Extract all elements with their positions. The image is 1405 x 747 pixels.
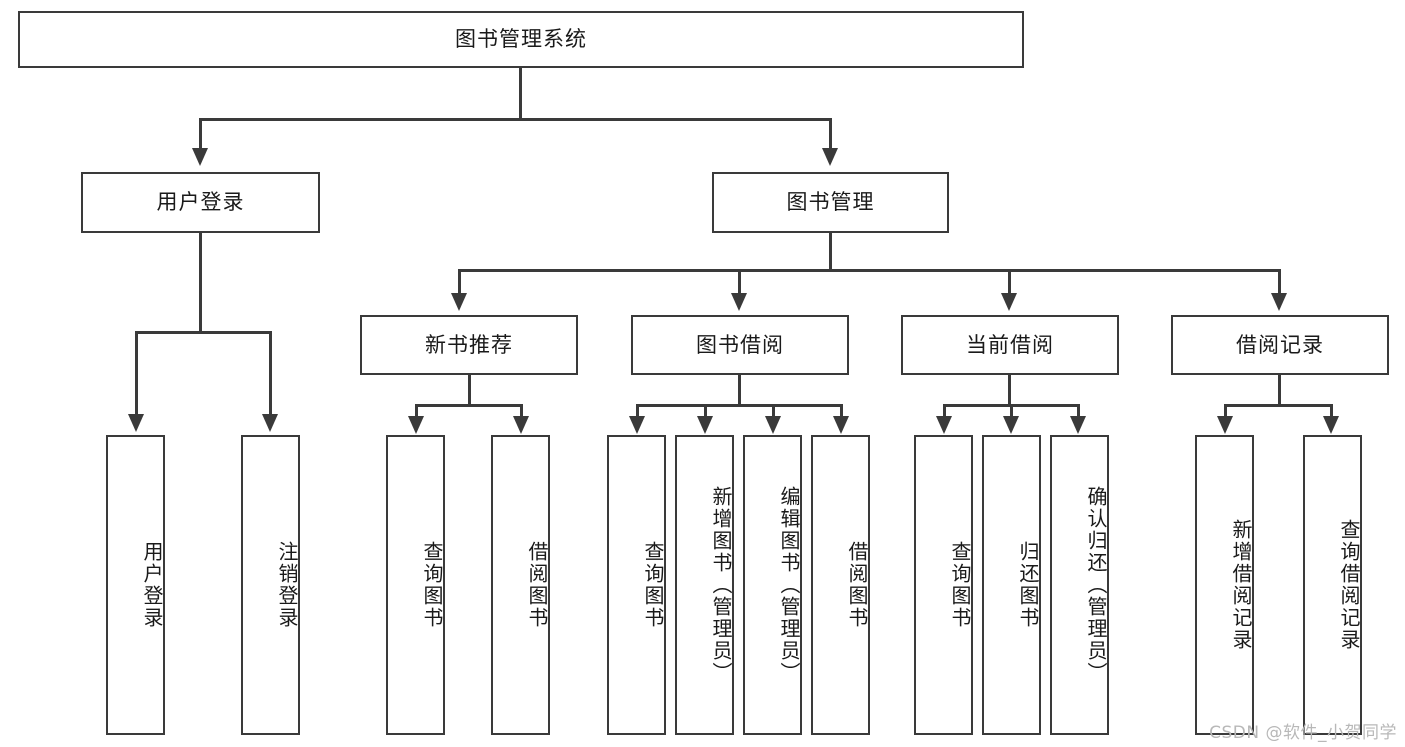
arrowhead-user-login-leaf-2 bbox=[262, 414, 278, 432]
edge-br-to-leaf-2 bbox=[1330, 404, 1333, 418]
node-label: 新增图书（管理员） bbox=[709, 486, 733, 684]
node-label: 归还图书 bbox=[1016, 541, 1040, 629]
edge-book-borrow-split-bar bbox=[636, 404, 843, 407]
node-label: 借阅图书 bbox=[525, 541, 549, 629]
leaf-new-book-borrow-book[interactable]: 借阅图书 bbox=[491, 435, 550, 735]
arrowhead-br-leaf-2 bbox=[1323, 416, 1339, 434]
leaf-current-borrow-query-book[interactable]: 查询图书 bbox=[914, 435, 973, 735]
node-label: 当前借阅 bbox=[966, 332, 1054, 357]
edge-cb-to-leaf-1 bbox=[943, 404, 946, 418]
node-current-borrow[interactable]: 当前借阅 bbox=[901, 315, 1119, 375]
edge-bb-to-leaf-2 bbox=[704, 404, 707, 418]
arrowhead-bb-leaf-2 bbox=[697, 416, 713, 434]
edge-root-to-book-management bbox=[829, 118, 832, 150]
leaf-current-borrow-return-book[interactable]: 归还图书 bbox=[982, 435, 1041, 735]
node-book-borrow[interactable]: 图书借阅 bbox=[631, 315, 849, 375]
leaf-logout-login[interactable]: 注销登录 bbox=[241, 435, 300, 735]
arrowhead-bb-leaf-3 bbox=[765, 416, 781, 434]
edge-user-login-to-leaf-2 bbox=[269, 331, 272, 416]
node-new-book-recommend[interactable]: 新书推荐 bbox=[360, 315, 578, 375]
edge-new-book-stem bbox=[468, 375, 471, 406]
edge-current-borrow-stem bbox=[1008, 375, 1011, 406]
arrowhead-bm-book-borrow bbox=[731, 293, 747, 311]
node-label: 查询图书 bbox=[948, 541, 972, 629]
edge-user-login-stem bbox=[199, 233, 202, 333]
leaf-book-borrow-edit-book-admin[interactable]: 编辑图书（管理员） bbox=[743, 435, 802, 735]
arrowhead-cb-leaf-1 bbox=[936, 416, 952, 434]
edge-root-split-bar bbox=[199, 118, 832, 121]
edge-borrow-record-stem bbox=[1278, 375, 1281, 406]
node-label: 图书管理系统 bbox=[455, 27, 587, 52]
arrowhead-user-login-leaf-1 bbox=[128, 414, 144, 432]
node-label: 查询图书 bbox=[641, 541, 665, 629]
arrowhead-new-book-leaf-2 bbox=[513, 416, 529, 434]
edge-bm-to-borrow-record bbox=[1278, 269, 1281, 295]
arrowhead-bm-new-book bbox=[451, 293, 467, 311]
edge-root-to-user-login bbox=[199, 118, 202, 150]
edge-user-login-split-bar bbox=[135, 331, 272, 334]
edge-book-borrow-stem bbox=[738, 375, 741, 406]
leaf-borrow-record-add-record[interactable]: 新增借阅记录 bbox=[1195, 435, 1254, 735]
edge-cb-to-leaf-3 bbox=[1077, 404, 1080, 418]
arrowhead-root-to-user-login bbox=[192, 148, 208, 166]
node-root-book-management-system[interactable]: 图书管理系统 bbox=[18, 11, 1024, 68]
node-label: 新书推荐 bbox=[425, 332, 513, 357]
edge-bm-to-current-borrow bbox=[1008, 269, 1011, 295]
edge-br-to-leaf-1 bbox=[1224, 404, 1227, 418]
leaf-new-book-query-book[interactable]: 查询图书 bbox=[386, 435, 445, 735]
node-label: 图书管理 bbox=[786, 190, 875, 215]
node-label: 用户登录 bbox=[140, 541, 164, 629]
edge-bm-to-new-book bbox=[458, 269, 461, 295]
edge-new-book-split-bar bbox=[415, 404, 523, 407]
node-borrow-record[interactable]: 借阅记录 bbox=[1171, 315, 1389, 375]
edge-root-stem bbox=[519, 68, 522, 120]
leaf-book-borrow-borrow-book[interactable]: 借阅图书 bbox=[811, 435, 870, 735]
node-book-management[interactable]: 图书管理 bbox=[712, 172, 949, 233]
arrowhead-cb-leaf-3 bbox=[1070, 416, 1086, 434]
leaf-current-borrow-confirm-return-admin[interactable]: 确认归还（管理员） bbox=[1050, 435, 1109, 735]
node-label: 借阅记录 bbox=[1236, 332, 1324, 357]
node-label: 编辑图书（管理员） bbox=[777, 486, 801, 684]
edge-borrow-record-split-bar bbox=[1224, 404, 1333, 407]
edge-bb-to-leaf-4 bbox=[840, 404, 843, 418]
arrowhead-br-leaf-1 bbox=[1217, 416, 1233, 434]
leaf-user-login[interactable]: 用户登录 bbox=[106, 435, 165, 735]
node-label: 确认归还（管理员） bbox=[1084, 486, 1108, 684]
arrowhead-new-book-leaf-1 bbox=[408, 416, 424, 434]
edge-bb-to-leaf-1 bbox=[636, 404, 639, 418]
edge-user-login-to-leaf-1 bbox=[135, 331, 138, 416]
node-label: 用户登录 bbox=[156, 190, 245, 215]
edge-new-book-to-leaf-1 bbox=[415, 404, 418, 418]
leaf-book-borrow-add-book-admin[interactable]: 新增图书（管理员） bbox=[675, 435, 734, 735]
edge-bm-to-book-borrow bbox=[738, 269, 741, 295]
node-label: 查询借阅记录 bbox=[1337, 519, 1361, 651]
node-label: 新增借阅记录 bbox=[1229, 519, 1253, 651]
arrowhead-cb-leaf-2 bbox=[1003, 416, 1019, 434]
arrowhead-bm-current-borrow bbox=[1001, 293, 1017, 311]
node-label: 借阅图书 bbox=[845, 541, 869, 629]
edge-book-management-stem bbox=[829, 233, 832, 271]
edge-book-management-split-bar bbox=[458, 269, 1281, 272]
node-label: 注销登录 bbox=[275, 541, 299, 629]
edge-bb-to-leaf-3 bbox=[772, 404, 775, 418]
arrowhead-bb-leaf-1 bbox=[629, 416, 645, 434]
edge-new-book-to-leaf-2 bbox=[520, 404, 523, 418]
node-label: 查询图书 bbox=[420, 541, 444, 629]
node-user-login[interactable]: 用户登录 bbox=[81, 172, 320, 233]
arrowhead-root-to-book-management bbox=[822, 148, 838, 166]
node-label: 图书借阅 bbox=[696, 332, 784, 357]
edge-cb-to-leaf-2 bbox=[1010, 404, 1013, 418]
arrowhead-bm-borrow-record bbox=[1271, 293, 1287, 311]
leaf-borrow-record-query-record[interactable]: 查询借阅记录 bbox=[1303, 435, 1362, 735]
leaf-book-borrow-query-book[interactable]: 查询图书 bbox=[607, 435, 666, 735]
arrowhead-bb-leaf-4 bbox=[833, 416, 849, 434]
